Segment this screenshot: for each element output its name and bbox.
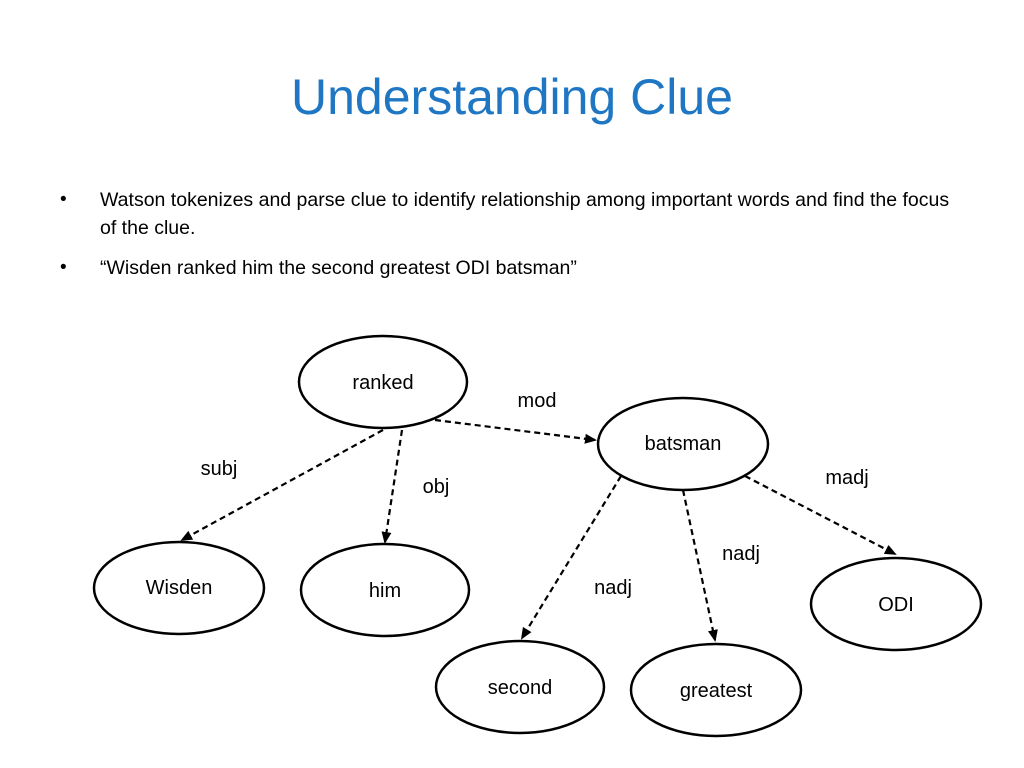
bullet-text-1: Watson tokenizes and parse clue to ident… [100,189,950,239]
slide-title: Understanding Clue [291,69,733,125]
node-wisden: Wisden [92,540,266,636]
bullet-item-2: • “Wisden ranked him the second greatest… [60,254,960,282]
node-label-him: him [369,580,401,602]
node-label-batsman: batsman [645,433,722,455]
edges [180,418,897,642]
node-him: him [299,542,471,638]
node-ranked: ranked [297,334,469,430]
edge-label-obj: obj [423,476,450,498]
node-label-wisden: Wisden [146,577,213,599]
node-label-ranked: ranked [352,372,413,394]
edge-label-subj: subj [201,458,238,480]
bullet-item-1: • Watson tokenizes and parse clue to ide… [60,186,960,242]
edge-ranked-batsman [434,418,597,444]
node-label-odi: ODI [878,594,914,616]
edge-batsman-greatest [681,489,718,642]
edge-ranked-wisden [180,429,384,541]
node-label-second: second [488,677,553,699]
node-greatest: greatest [629,642,803,738]
bullet-text-2: “Wisden ranked him the second greatest O… [100,257,577,279]
node-label-greatest: greatest [680,680,753,702]
node-second: second [434,639,606,735]
edge-batsman-second [520,475,622,640]
edge-label-madj: madj [825,467,868,489]
edge-ranked-him [381,429,404,544]
node-odi: ODI [809,556,983,652]
node-batsman: batsman [596,396,770,492]
edge-label-mod: mod [518,390,557,412]
bullet-list: • Watson tokenizes and parse clue to ide… [60,186,960,294]
bullet-icon: • [60,189,67,210]
edge-label-nadj-second: nadj [594,577,632,599]
edge-labels: mod subj obj madj nadj nadj [201,390,869,599]
edge-batsman-odi [744,475,897,555]
bullet-icon: • [60,257,67,278]
edge-label-nadj-greatest: nadj [722,543,760,565]
